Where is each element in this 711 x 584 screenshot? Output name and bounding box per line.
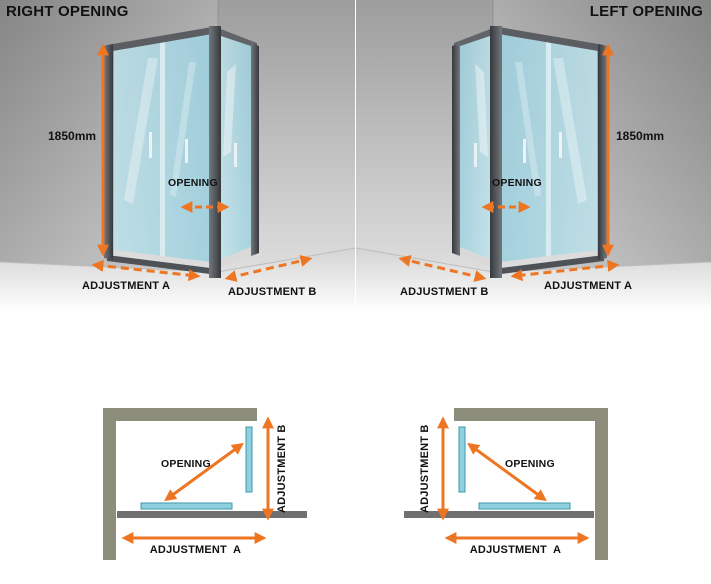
adjustment-a-arrow [91, 259, 201, 282]
scene-left-opening: LEFT OPENING 1850mm OPENING ADJUSTMENT B… [356, 0, 711, 312]
adjustment-b-label: ADJUSTMENT B [228, 286, 317, 298]
panel-divider [546, 40, 551, 263]
glass-reflection [170, 62, 196, 197]
corner-post [490, 26, 502, 278]
door-handle [234, 143, 237, 167]
wall-left-plan [103, 408, 116, 560]
wall-post-left [104, 44, 113, 260]
adjustment-b-label: ADJUSTMENT B [400, 286, 489, 298]
shower-enclosure-graphic [0, 0, 355, 312]
door-handle [185, 139, 188, 163]
glass-panel-bottom [140, 502, 233, 510]
top-rail-left [107, 26, 218, 52]
door-handle [523, 139, 526, 163]
plan-graphic [103, 408, 307, 560]
opening-arrow [467, 442, 547, 502]
top-rail-right [454, 28, 493, 48]
door-handle [474, 143, 477, 167]
adjustment-b-label: ADJUSTMENT B [276, 424, 288, 514]
height-dimension-label: 1850mm [616, 129, 665, 143]
glass-reflection [475, 64, 488, 157]
panel-divider [160, 40, 165, 263]
plan-right-opening: OPENING ADJUSTMENT B ADJUSTMENT A [95, 400, 310, 575]
glass-panel-side [458, 426, 466, 493]
plan-left-opening: OPENING ADJUSTMENT B ADJUSTMENT A [401, 400, 616, 575]
top-rail-left [493, 26, 604, 52]
shower-enclosure [452, 26, 607, 278]
bottom-track [404, 511, 594, 518]
opening-arrow [164, 442, 244, 502]
glass-reflection [515, 62, 541, 197]
dimension-arrows [91, 43, 313, 282]
dimension-arrows [437, 416, 590, 544]
bottom-track [117, 511, 307, 518]
opening-label: OPENING [161, 458, 211, 470]
adjustment-b-arrow [224, 255, 313, 282]
door-handle [149, 132, 152, 158]
glass-reflection [553, 58, 587, 204]
adjustment-a-label: ADJUSTMENT A [469, 544, 562, 556]
opening-label: OPENING [505, 458, 555, 470]
corner-post [209, 26, 221, 278]
plan-graphic [404, 408, 608, 560]
wall-post-right [251, 43, 259, 256]
wall-side-plan [595, 408, 608, 560]
opening-label: OPENING [492, 177, 542, 189]
page-title: RIGHT OPENING [6, 3, 129, 20]
glass-reflection [223, 64, 236, 157]
wall-post-right [452, 43, 460, 256]
page-title: LEFT OPENING [589, 3, 703, 20]
wall-top-plan [454, 408, 608, 421]
wall-post-left [598, 44, 607, 260]
opening-label: OPENING [168, 177, 218, 189]
top-rail-right [218, 28, 257, 48]
adjustment-a-label: ADJUSTMENT A [149, 544, 242, 556]
shower-enclosure [104, 26, 259, 278]
scene-right-opening: RIGHT OPENING 1850mm OPENING ADJUSTMENT … [0, 0, 355, 312]
dimension-arrows [398, 43, 620, 282]
wall-top-plan [103, 408, 257, 421]
glass-panel-side [245, 426, 253, 493]
adjustment-b-label: ADJUSTMENT B [419, 424, 431, 514]
glass-panel-bottom [478, 502, 571, 510]
height-dimension-label: 1850mm [48, 129, 97, 143]
dimension-arrows [121, 416, 274, 544]
adjustment-a-label: ADJUSTMENT A [544, 280, 633, 292]
glass-reflection [124, 58, 158, 204]
shower-enclosure-graphic [356, 0, 711, 312]
door-handle [559, 132, 562, 158]
adjustment-a-arrow [510, 259, 620, 282]
adjustment-a-label: ADJUSTMENT A [82, 280, 171, 292]
adjustment-b-arrow [398, 255, 487, 282]
